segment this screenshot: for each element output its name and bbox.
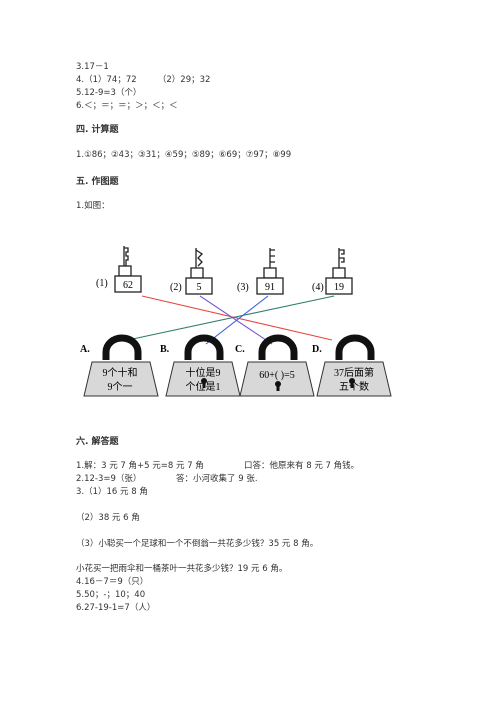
- solution-3-1: 3.（1）16 元 8 角: [76, 487, 148, 497]
- section-5-heading: 五. 作图题: [76, 177, 119, 187]
- solution-1-answer: 口答：他原来有 8 元 7 角钱。: [244, 461, 360, 471]
- solution-5: 5.50；-；10；40: [76, 590, 146, 600]
- solution-3-3: （3）小聪买一个足球和一个不倒翁一共花多少钱？35 元 8 角。: [76, 539, 319, 549]
- section-4-answer: 1.①86；②43；③31；④59；⑤89；⑥69；⑦97；⑧99: [76, 150, 292, 160]
- lock-d-keyhole-icon: [349, 378, 355, 388]
- lock-d: D. 37后面第 五个数: [312, 334, 392, 397]
- connector-key4-lockA: [127, 295, 335, 341]
- solution-1: 1.解：3 元 7 角+5 元=8 元 7 角: [76, 461, 204, 471]
- key-lock-figure: (1) 62 (2) 5 (3) 91 (4) 19 A. 9个十和 9个一: [80, 246, 392, 397]
- section-4-heading: 四. 计算题: [76, 125, 119, 135]
- key-1: (1) 62: [96, 246, 142, 293]
- key-4-label: (4): [312, 282, 324, 293]
- lock-a: A. 9个十和 9个一: [80, 334, 159, 397]
- solution-6: 6.27-19-1=7（人）: [76, 603, 156, 613]
- section-5-answer: 1.如图：: [76, 201, 110, 211]
- lock-c: C. 60+( )=5: [235, 334, 315, 397]
- lock-a-label: A.: [80, 344, 90, 355]
- lock-d-label: D.: [312, 344, 322, 355]
- lock-d-line2: 五个数: [339, 380, 369, 393]
- answer-line-5: 5.12-9=3（个）: [76, 88, 142, 98]
- solution-3-extra: 小花买一把雨伞和一桶茶叶一共花多少钱？19 元 6 角。: [76, 564, 288, 574]
- solution-2-answer: 答：小河收集了 9 张.: [176, 474, 258, 484]
- connector-key1-lockD: [141, 295, 333, 341]
- key-3: (3) 91: [237, 248, 284, 295]
- lock-b-line1: 十位是9: [186, 366, 221, 379]
- key-1-label: (1): [96, 278, 108, 289]
- key-2-value: 5: [197, 282, 202, 293]
- key-4-value: 19: [334, 282, 344, 293]
- solution-2: 2.12-3=9（张）: [76, 474, 142, 484]
- lock-a-line2: 9个一: [108, 381, 133, 393]
- section-6-heading: 六. 解答题: [76, 437, 119, 447]
- solution-3-2: （2）38 元 6 角: [76, 513, 140, 523]
- lock-a-line1: 9个十和: [103, 366, 138, 379]
- answer-line-3: 3.17－1: [76, 62, 109, 72]
- lock-b-label: B.: [160, 344, 170, 355]
- key-2: (2) 5: [170, 248, 213, 295]
- lock-b: B. 十位是9 个位是1: [160, 334, 241, 397]
- lock-c-keyhole-icon: [275, 381, 281, 391]
- key-1-value: 62: [123, 280, 133, 291]
- lock-c-label: C.: [235, 344, 245, 355]
- connector-key3-lockB: [205, 295, 269, 345]
- lock-b-keyhole-icon: [201, 378, 207, 388]
- answer-line-4: 4.（1）74；72 （2）29；32: [76, 75, 211, 85]
- connector-key2-lockC: [199, 295, 273, 345]
- key-2-label: (2): [170, 282, 182, 293]
- key-4: (4) 19: [312, 248, 353, 295]
- answer-line-6: 6.＜；＝；＝；＞；＜；＜: [76, 101, 178, 111]
- solution-4: 4.16－7＝9（只）: [76, 577, 149, 587]
- key-3-label: (3): [237, 282, 249, 293]
- lock-d-line1: 37后面第: [334, 366, 374, 379]
- lock-c-line1: 60+( )=5: [259, 370, 294, 381]
- key-3-value: 91: [265, 282, 275, 293]
